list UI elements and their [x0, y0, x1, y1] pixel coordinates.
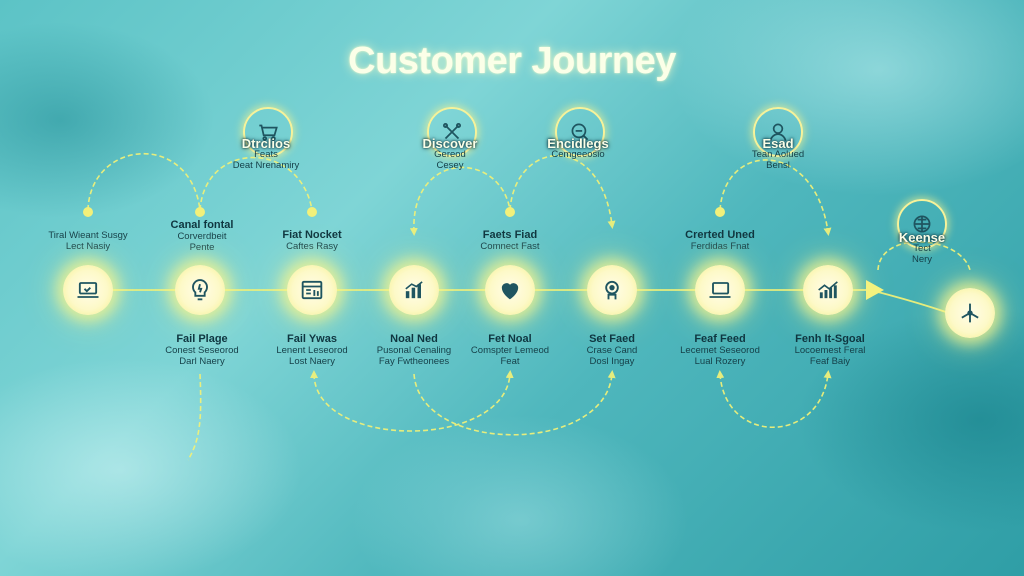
arc-upper-3: [409, 166, 511, 236]
diagram-title: Customer Journey: [348, 40, 676, 82]
arc-upper-5: [719, 159, 832, 236]
stage-7-node: [695, 265, 745, 315]
bar-chart-icon: [405, 281, 423, 299]
arc-upper-1: [87, 152, 201, 211]
arc-upper-4: [509, 154, 616, 229]
phase-2-ring: [427, 107, 477, 157]
stage-5-node: [485, 265, 535, 315]
arc-lower-1: [310, 370, 514, 432]
shopping-cart-icon: [259, 124, 278, 141]
browser-window-icon: [301, 280, 323, 300]
waypoint-dot: [715, 207, 725, 217]
arc-upper-2: [199, 156, 313, 211]
waypoint-dot: [83, 207, 93, 217]
waypoint-dot: [505, 207, 515, 217]
stage-3-node: [287, 265, 337, 315]
stage-2-node: [175, 265, 225, 315]
timeline-to-end: [869, 289, 947, 313]
line-chart-icon: [818, 281, 838, 299]
grid-globe-icon: [913, 215, 931, 233]
waypoint-dot: [307, 207, 317, 217]
waypoint-dot: [195, 207, 205, 217]
user-icon: [769, 123, 787, 141]
arc-lower-2: [413, 370, 616, 436]
person-head-icon: [605, 280, 619, 300]
laptop-icon: [709, 282, 731, 298]
drop-line: [187, 373, 202, 461]
phase-5-ring: [897, 199, 947, 249]
lightbulb-icon: [192, 279, 208, 301]
phase-1-ring: [243, 107, 293, 157]
stage-1-node: [63, 265, 113, 315]
tools-icon: [443, 123, 461, 140]
magnifier-icon: [571, 123, 589, 141]
phase-4-ring: [753, 107, 803, 157]
heart-icon: [501, 283, 519, 300]
compass-icon: [961, 303, 979, 323]
stage-4-node: [389, 265, 439, 315]
arc-lower-3: [716, 370, 832, 429]
timeline-arrowhead: [866, 280, 884, 300]
stage-9-node: [945, 288, 995, 338]
laptop-icon: [77, 282, 99, 298]
stage-6-node: [587, 265, 637, 315]
stage-8-node: [803, 265, 853, 315]
phase-3-ring: [555, 107, 605, 157]
